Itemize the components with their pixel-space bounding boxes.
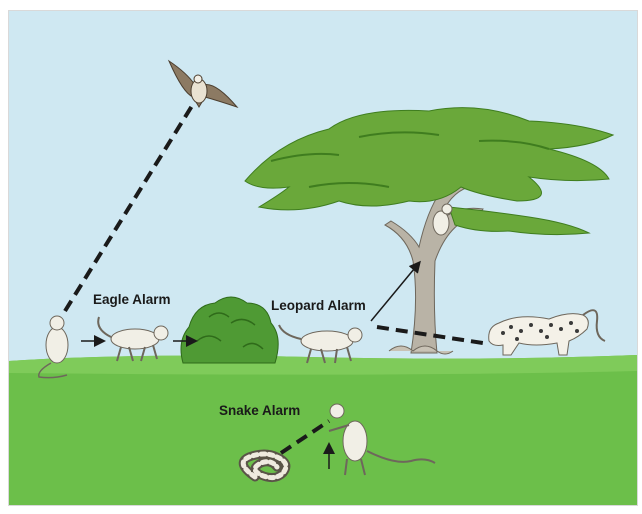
arrow-to-tree bbox=[370, 260, 421, 322]
bush-icon bbox=[180, 296, 279, 364]
scene-svg bbox=[9, 11, 637, 505]
leopard-icon bbox=[488, 309, 606, 356]
leopard-alarm-label: Leopard Alarm bbox=[271, 298, 366, 313]
monkey-leopard-response-icon bbox=[278, 324, 363, 364]
snake-alarm-line bbox=[279, 419, 331, 455]
alarm-lines bbox=[63, 99, 484, 455]
eagle-alarm-label: Eagle Alarm bbox=[93, 292, 171, 307]
monkey-in-tree-icon bbox=[432, 203, 453, 236]
tree-icon bbox=[244, 107, 615, 355]
eagle-icon bbox=[167, 59, 239, 109]
ground bbox=[9, 355, 637, 505]
eagle-alarm-line bbox=[63, 99, 197, 313]
monkey-eagle-response-icon bbox=[97, 316, 169, 362]
snake-alarm-label: Snake Alarm bbox=[219, 403, 301, 418]
calling-monkey-icon bbox=[38, 315, 69, 379]
snake-icon bbox=[238, 449, 291, 483]
movement-arrows bbox=[81, 260, 421, 469]
grass-highlight bbox=[9, 355, 637, 375]
monkey-snake-response-icon bbox=[328, 403, 436, 476]
alarm-call-illustration: Eagle Alarm Leopard Alarm Snake Alarm bbox=[8, 10, 638, 506]
